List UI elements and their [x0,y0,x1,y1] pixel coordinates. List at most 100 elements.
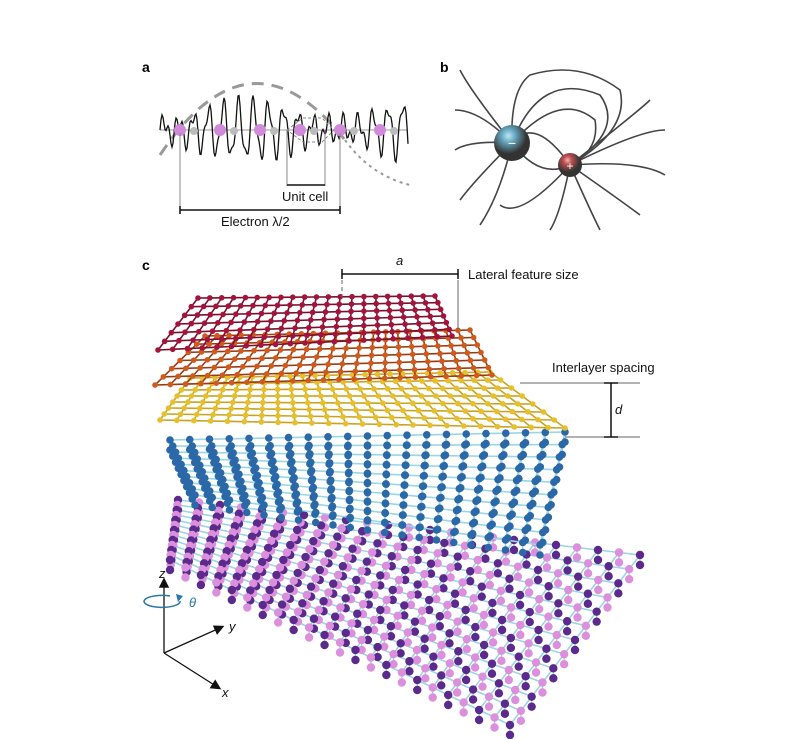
atom [513,572,523,581]
atom [431,408,437,414]
atom [273,618,283,627]
atom [335,308,342,315]
atom [564,595,573,605]
atom [211,364,218,371]
atom [497,615,507,625]
atom [412,385,418,392]
atom [228,379,235,386]
atom [428,633,437,642]
atom [325,459,334,467]
atom [563,556,572,565]
atom [481,385,487,391]
atom [437,650,446,660]
atom [301,294,308,300]
atom [225,303,232,309]
atom [249,579,258,588]
atom [347,323,353,329]
atom [514,662,523,671]
atom [338,562,348,571]
atom [289,333,296,339]
atom [294,516,303,524]
atom [167,381,174,388]
atom [292,525,302,535]
atom [492,487,500,495]
atom [460,423,467,429]
atom [406,378,412,384]
atom [436,494,444,502]
atom [551,417,558,423]
atom [265,585,274,595]
atom [461,441,469,449]
atom [419,334,426,341]
atom [310,491,318,500]
atom [551,550,561,560]
atom [241,418,248,425]
atom [332,331,339,337]
atom [183,365,189,372]
atom [344,441,352,450]
atom [343,432,352,441]
atom [320,630,329,640]
atom [400,565,410,575]
atom [452,678,462,687]
atom [230,294,237,301]
atom [267,449,276,458]
atom [371,386,377,392]
atom [290,474,298,482]
atom [479,610,489,620]
atom [237,303,244,309]
atom [466,567,475,576]
atom [263,371,270,377]
atom [205,435,214,444]
atom [330,612,340,621]
atom [410,617,420,626]
atom [291,482,299,490]
atom [182,472,191,481]
atom [332,393,339,399]
atom [243,603,252,612]
atom [305,441,313,450]
atom [506,512,514,520]
atom [336,603,345,612]
atom [383,441,391,450]
atom [435,299,441,306]
atom [461,665,471,675]
atom [284,433,293,442]
atom [473,486,482,494]
atom [363,460,372,468]
atom [445,669,454,678]
atom [468,695,478,704]
atom [261,593,271,602]
atom [437,415,444,422]
atom [544,622,553,631]
metal-atom [254,124,266,136]
atom [420,461,429,470]
atom [341,594,350,603]
atom [219,372,226,378]
atom [358,599,368,609]
atom [320,400,326,406]
atom [440,313,447,319]
atom [353,609,362,618]
atom [388,321,395,328]
atom [413,675,422,685]
atom [387,371,393,377]
atom [583,569,593,578]
atom [220,311,226,318]
atom [449,333,455,339]
atom [398,521,406,529]
atom [490,498,498,507]
atom [461,615,470,625]
atom [204,336,211,343]
atom [435,622,445,631]
atom [270,465,279,473]
atom [553,569,563,578]
atom [337,524,346,533]
atom [478,682,487,691]
atom [260,501,268,509]
atom [450,350,457,357]
atom [226,412,233,418]
atom [458,588,467,597]
atom [410,422,416,428]
